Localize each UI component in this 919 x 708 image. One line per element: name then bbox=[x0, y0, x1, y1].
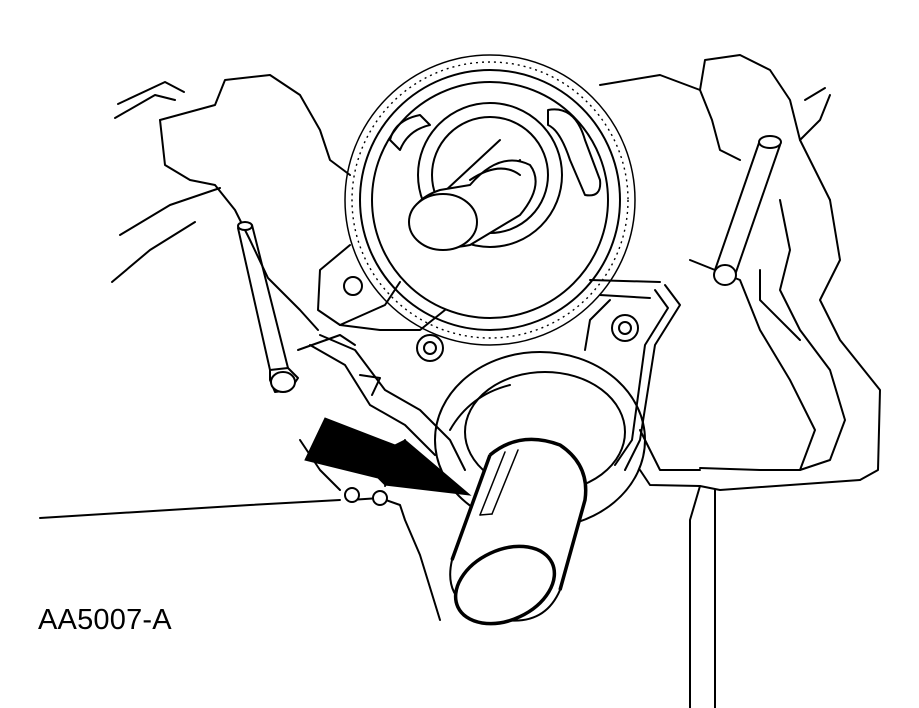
right-rod bbox=[713, 135, 782, 286]
bolts bbox=[344, 314, 639, 506]
chain-guide-left bbox=[309, 334, 466, 471]
sprocket-bracket bbox=[317, 244, 611, 351]
chain-tensioner bbox=[589, 279, 681, 471]
arrow-icon bbox=[304, 417, 472, 496]
figure-id-label: AA5007-A bbox=[38, 604, 172, 636]
engine-block-outline bbox=[39, 54, 881, 708]
camshaft-sprocket bbox=[344, 54, 636, 346]
crankshaft-stub bbox=[449, 437, 588, 626]
